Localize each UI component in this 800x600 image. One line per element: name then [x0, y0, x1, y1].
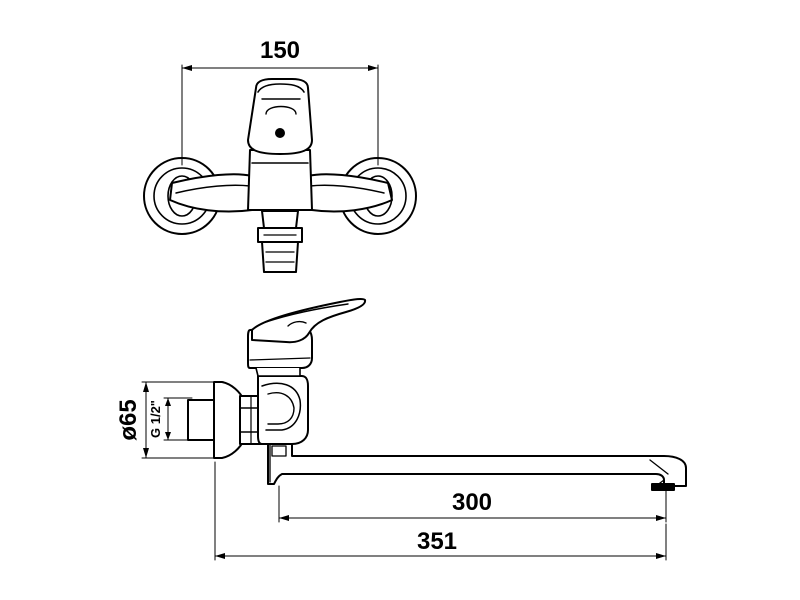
dim-label-diameter: ø65: [115, 399, 142, 440]
dimension-thread: G 1/2": [148, 397, 193, 441]
lever-handle-side: [251, 297, 367, 344]
bottom-outlet: [257, 210, 303, 273]
side-view: ø65 G 1/2": [115, 297, 687, 561]
dim-label-thread: G 1/2": [148, 400, 163, 438]
dim-label-300: 300: [452, 489, 492, 516]
lever-handle-front: [247, 78, 313, 155]
valve-body-side: [257, 375, 309, 445]
dimension-diameter-65: ø65: [115, 381, 216, 459]
threaded-inlet: [187, 399, 215, 441]
spout: [267, 443, 687, 491]
dim-label-150: 150: [260, 37, 300, 64]
front-view: 150: [143, 37, 417, 273]
dimension-150: 150: [181, 37, 379, 166]
dimension-351: 351: [214, 461, 667, 561]
valve-body: [247, 149, 313, 211]
dim-label-351: 351: [417, 528, 457, 555]
dimension-300: 300: [278, 485, 667, 523]
aerator: [651, 483, 675, 491]
